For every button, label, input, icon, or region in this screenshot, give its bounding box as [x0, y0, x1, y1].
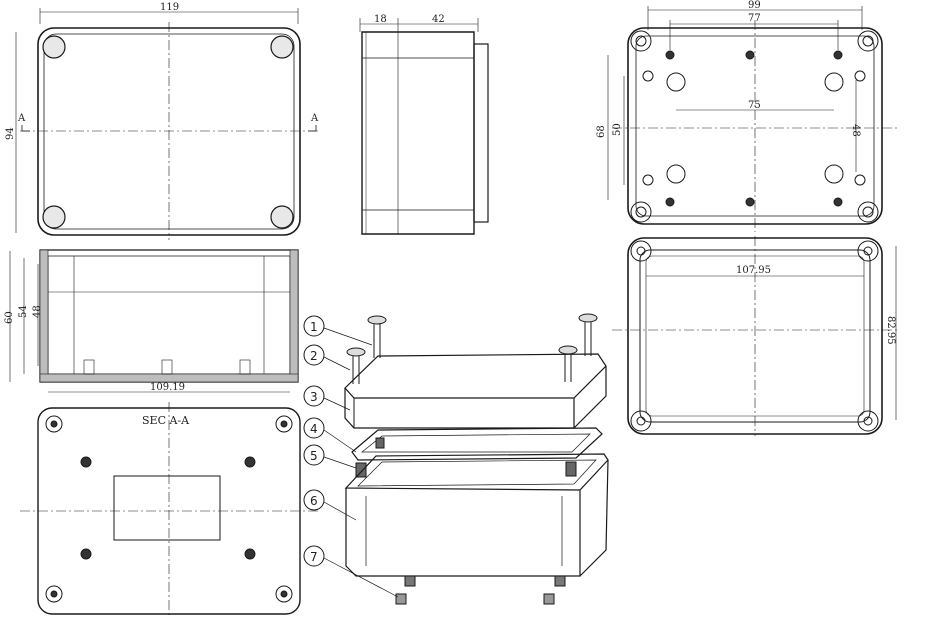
dim-base-holes-v: 48: [850, 124, 861, 137]
callout-6: 6: [303, 489, 357, 521]
callout-label-6: 6: [310, 494, 318, 508]
dim-base-inner: 77: [748, 13, 761, 24]
callout-1: 1: [303, 315, 373, 346]
callout-5: 5: [303, 444, 357, 469]
callout-7: 7: [303, 545, 399, 598]
feet: [395, 575, 566, 605]
exploded-view: 1 2 3 4 5 6 7: [303, 313, 609, 605]
bottom-section-view: SEC A-A: [20, 402, 318, 618]
callout-label-7: 7: [310, 550, 318, 564]
callout-label-1: 1: [310, 320, 318, 334]
callout-label-2: 2: [310, 349, 318, 363]
lid: [344, 353, 607, 429]
dim-front-height: 60: [4, 311, 15, 324]
callout-2: 2: [303, 344, 351, 371]
gasket-view: 107.95 82.95: [612, 236, 898, 436]
screws: [346, 313, 598, 384]
dim-gasket-width: 107.95: [736, 265, 771, 276]
callout-4: 4: [303, 417, 357, 453]
inserts: [355, 437, 577, 478]
base-box: [344, 453, 609, 577]
dim-front-inner2: 48: [32, 305, 43, 318]
section-title: SEC A-A: [142, 414, 190, 427]
side-view: 18 42: [359, 14, 489, 235]
gasket: [351, 427, 603, 461]
dim-base-holes-h: 75: [748, 100, 761, 111]
dim-base-width: 99: [748, 0, 761, 11]
callout-label-4: 4: [310, 422, 318, 436]
callout-label-5: 5: [310, 449, 318, 463]
dim-front-inner: 54: [18, 305, 29, 318]
section-mark-left: A: [17, 113, 26, 124]
dim-top-height: 94: [5, 127, 16, 140]
base-top-view: 99 77 75 68 50 48: [596, 0, 898, 232]
section-mark-right: A: [310, 113, 319, 124]
callout-3: 3: [303, 385, 351, 411]
dim-front-width: 109.19: [150, 382, 185, 393]
callout-label-3: 3: [310, 390, 318, 404]
dim-side-left: 18: [374, 14, 387, 25]
dim-base-inner-h: 50: [612, 123, 623, 136]
front-section-view: 60 54 48 109.19: [4, 249, 299, 393]
dim-base-height: 68: [596, 125, 607, 138]
dim-side-right: 42: [432, 14, 445, 25]
dim-gasket-height: 82.95: [885, 316, 896, 345]
top-view: 119 94 A A: [5, 2, 319, 240]
dim-top-width: 119: [160, 2, 179, 13]
